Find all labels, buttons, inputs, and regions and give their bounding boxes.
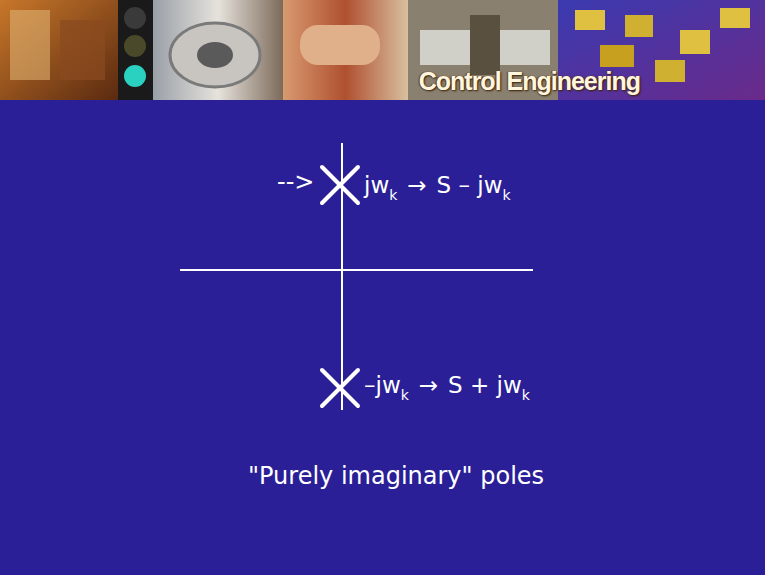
expression-text: S – jw <box>437 172 503 198</box>
expression-text: → <box>419 372 438 398</box>
pole-cross <box>322 167 358 203</box>
expression-text: –jw <box>364 372 401 398</box>
expression-text: S + jw <box>448 372 522 398</box>
pole-expression: –jwk→S + jwk <box>364 372 530 398</box>
pointer-arrow: --> <box>277 168 314 196</box>
subscript: k <box>503 187 511 203</box>
real-axis <box>180 269 533 271</box>
expression-text: → <box>407 172 426 198</box>
banner-title: Control Engineering <box>419 67 640 96</box>
subscript: k <box>522 387 530 403</box>
expression-text: jw <box>364 172 389 198</box>
pole-cross <box>322 370 358 406</box>
subscript: k <box>389 187 397 203</box>
subscript: k <box>401 387 409 403</box>
pole-expression: jwk→S – jwk <box>364 172 511 198</box>
slide-caption: "Purely imaginary" poles <box>248 462 544 490</box>
